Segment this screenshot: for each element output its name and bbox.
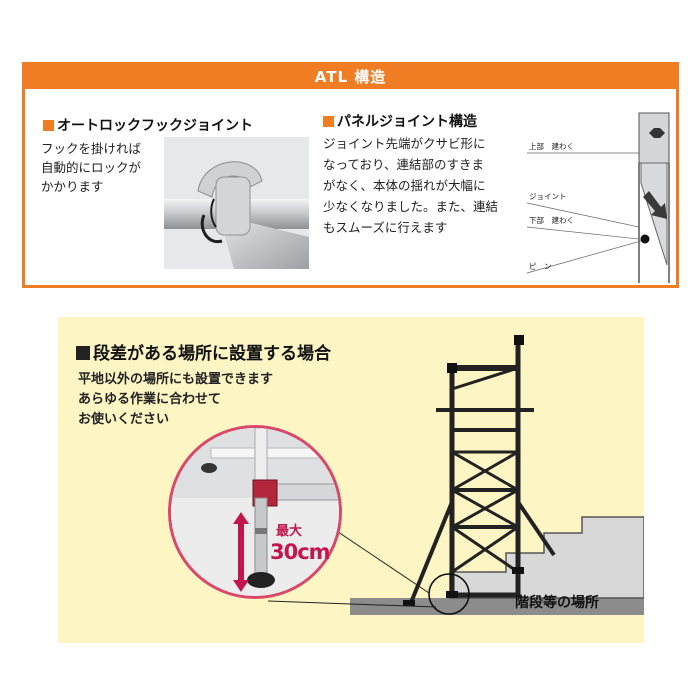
joint-structure-diagram: 上部 建わく ジョイント 下部 建わく ピ ン <box>526 112 670 283</box>
orange-square-icon <box>43 120 54 131</box>
pin-dot-icon <box>640 234 650 244</box>
panel-joint-line: もスムーズに行えます <box>323 220 448 235</box>
panel-joint-line: ジョイント先端がクサビ形に <box>323 136 486 151</box>
stairs-label: 階段等の場所 <box>515 595 599 611</box>
diagram-label-pin: ピ ン <box>529 262 552 271</box>
panel-joint-heading: パネルジョイント構造 <box>323 111 477 131</box>
auto-lock-description: フックを掛ければ 自動的にロックが かかります <box>41 139 181 196</box>
uneven-ground-line: 平地以外の場所にも設置できます <box>78 372 274 387</box>
auto-lock-line: フックを掛ければ <box>41 141 142 156</box>
panel-joint-line: 少なくなりました。また、連結 <box>323 199 499 214</box>
diagram-label-lower: 下部 建わく <box>529 215 574 225</box>
panel-joint-heading-text: パネルジョイント構造 <box>337 114 477 130</box>
hook-joint-photo <box>164 137 309 269</box>
uneven-ground-panel: 最大 30cm 段差がある場所に設置する場合 平地以外の場所にも設置できます あ… <box>58 317 644 643</box>
auto-lock-line: かかります <box>41 179 104 194</box>
scaffold-on-stairs-illustration <box>267 335 644 615</box>
uneven-ground-line: あらゆる作業に合わせて <box>78 392 222 407</box>
orange-square-icon <box>323 116 334 127</box>
max-height-value: 30cm <box>270 540 331 564</box>
panel-joint-line: がなく、本体の揺れが大幅に <box>323 178 486 193</box>
max-label: 最大 <box>276 524 303 539</box>
height-adjust-arrow-icon <box>233 512 249 592</box>
adjustable-leg-closeup <box>168 425 342 599</box>
auto-lock-line: 自動的にロックが <box>41 160 142 175</box>
black-square-icon <box>76 346 90 360</box>
uneven-ground-title: 段差がある場所に設置する場合 <box>76 339 331 364</box>
uneven-ground-line: お使いください <box>78 412 170 427</box>
arrow-icon <box>643 191 667 219</box>
diagram-label-upper: 上部 建わく <box>529 141 574 151</box>
bolt-hex-icon <box>649 128 665 138</box>
atl-structure-panel: ATL 構造 オートロックフックジョイント フックを掛ければ 自動的にロックが … <box>22 62 679 288</box>
panel-joint-description: ジョイント先端がクサビ形に なっており、連結部のすきま がなく、本体の揺れが大幅… <box>323 133 515 238</box>
uneven-ground-description: 平地以外の場所にも設置できます あらゆる作業に合わせて お使いください <box>78 370 273 430</box>
leg-highlight-circle <box>428 573 470 615</box>
panel-joint-line: なっており、連結部のすきま <box>323 157 485 172</box>
auto-lock-heading-text: オートロックフックジョイント <box>57 118 253 134</box>
atl-structure-title: ATL 構造 <box>25 65 676 89</box>
diagram-label-joint: ジョイント <box>529 192 567 201</box>
auto-lock-heading: オートロックフックジョイント <box>43 115 253 135</box>
uneven-ground-title-text: 段差がある場所に設置する場合 <box>93 344 331 364</box>
